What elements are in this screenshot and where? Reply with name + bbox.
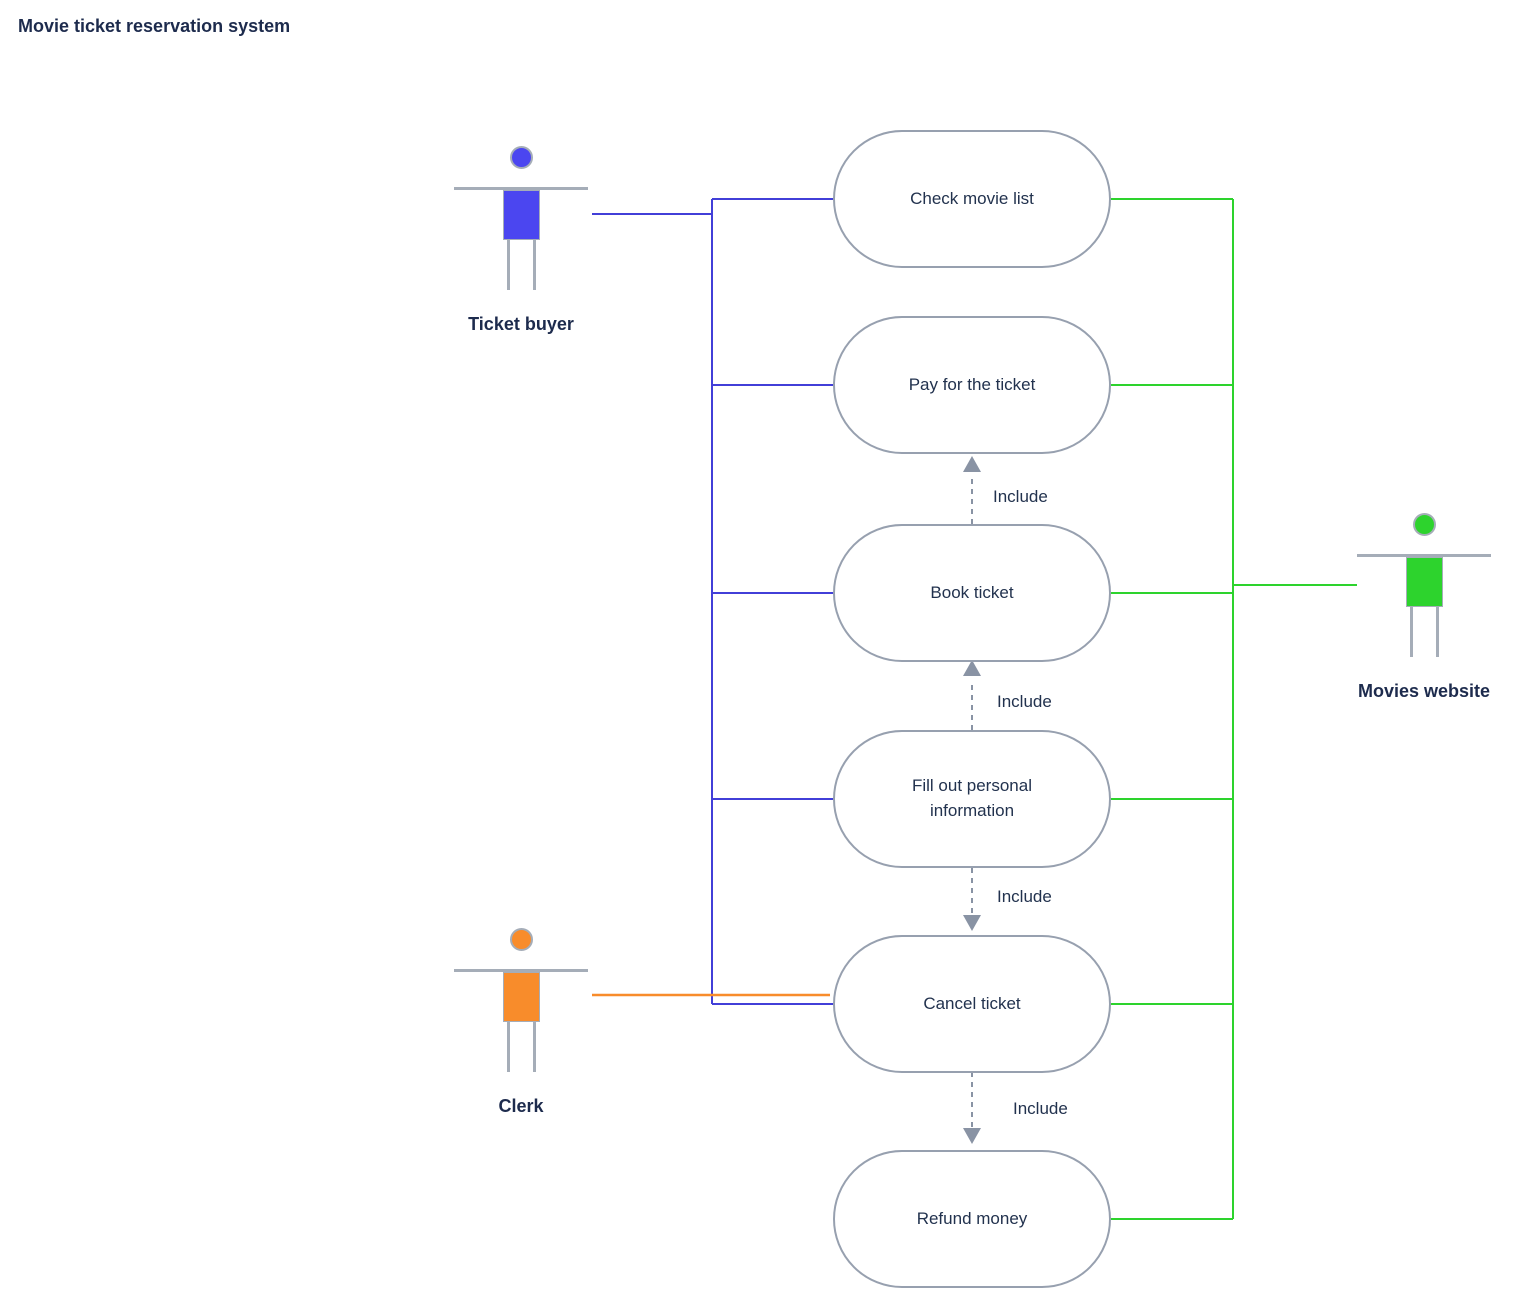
include-arrowhead-down-icon <box>963 915 981 931</box>
use-case-book-ticket[interactable]: Book ticket <box>833 524 1111 662</box>
use-case-check-movie-list[interactable]: Check movie list <box>833 130 1111 268</box>
actor-torso-icon <box>503 972 540 1022</box>
actor-leg-icon <box>533 240 536 290</box>
actor-label-ticket-buyer: Ticket buyer <box>468 314 574 334</box>
include-arrowhead-up-icon <box>963 456 981 472</box>
buyer-association-edges <box>592 198 833 1005</box>
use-case-cancel-ticket[interactable]: Cancel ticket <box>833 935 1111 1073</box>
include-label: Include <box>997 887 1052 906</box>
website-association-edges <box>1111 198 1357 1220</box>
actor-ticket-buyer[interactable]: Ticket buyer <box>454 146 588 346</box>
include-arrowhead-down-icon <box>963 1128 981 1144</box>
use-case-label: Book ticket <box>930 582 1014 602</box>
use-case-refund-money[interactable]: Refund money <box>833 1150 1111 1288</box>
actor-arms-icon <box>454 969 588 972</box>
include-label: Include <box>993 487 1048 506</box>
actor-torso-icon <box>1406 557 1443 607</box>
include-label: Include <box>997 692 1052 711</box>
actor-leg-icon <box>507 1022 510 1072</box>
actor-label-movies-website: Movies website <box>1357 681 1491 701</box>
actor-clerk[interactable]: Clerk <box>454 928 588 1128</box>
actor-torso-icon <box>503 190 540 240</box>
actor-label-clerk: Clerk <box>498 1096 544 1116</box>
actor-head-icon <box>510 146 533 169</box>
actor-arms-icon <box>454 187 588 190</box>
actor-leg-icon <box>1436 607 1439 657</box>
use-case-fill-out-personal-information[interactable]: Fill out personal information <box>833 730 1111 868</box>
actor-leg-icon <box>1410 607 1413 657</box>
use-case-pay-for-the-ticket[interactable]: Pay for the ticket <box>833 316 1111 454</box>
actor-leg-icon <box>533 1022 536 1072</box>
actor-arms-icon <box>1357 554 1491 557</box>
include-arrowhead-up-icon <box>963 660 981 676</box>
use-case-label: Check movie list <box>910 188 1034 208</box>
actor-movies-website[interactable]: Movies website <box>1357 513 1491 713</box>
actor-head-icon <box>510 928 533 951</box>
diagram-title: Movie ticket reservation system <box>18 16 291 36</box>
use-case-label: Cancel ticket <box>923 993 1021 1013</box>
use-case-label: Fill out personal information <box>911 776 1032 820</box>
actor-leg-icon <box>507 240 510 290</box>
include-label: Include <box>1013 1099 1068 1118</box>
actor-head-icon <box>1413 513 1436 536</box>
use-case-label: Refund money <box>916 1208 1028 1228</box>
use-case-label: Pay for the ticket <box>908 374 1036 394</box>
